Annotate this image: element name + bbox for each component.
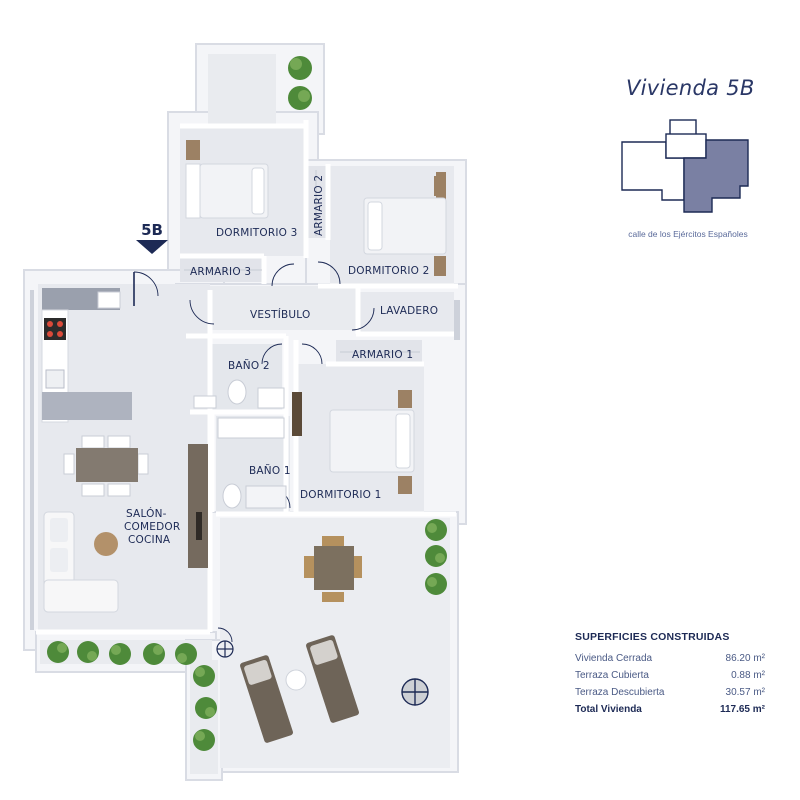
room-labels: DORMITORIO 3 ARMARIO 2 DORMITORIO 2 ARMA… [124,175,438,546]
sofa [43,511,119,613]
armario-2-floor [308,166,328,238]
cooktop-icon [44,318,66,340]
label-bano-1: BAÑO 1 [249,464,291,477]
bed-dormitorio-1 [329,390,415,494]
dining-table [63,435,149,497]
label-armario-1: ARMARIO 1 [352,349,413,361]
building-key-plan [621,119,749,213]
toilet-bano-2 [227,379,247,405]
bed-dormitorio-2 [363,176,447,276]
entrance-arrow-icon [136,240,168,254]
terrace-dining-set [304,536,362,602]
surface-row-value: 30.57 m² [725,687,765,698]
label-dormitorio-1: DORMITORIO 1 [300,489,382,501]
door-swings [133,261,375,643]
label-bano-2: BAÑO 2 [228,359,270,372]
surface-row-value: 86.20 m² [725,653,765,664]
label-armario-3: ARMARIO 3 [190,266,251,278]
surfaces-title: SUPERFICIES CONSTRUIDAS [575,631,730,643]
surface-row-label: Terraza Descubierta [575,687,665,698]
label-salon-line2: COMEDOR [124,521,180,533]
label-dormitorio-2: DORMITORIO 2 [348,265,430,277]
kitchen [41,288,132,423]
label-dormitorio-3: DORMITORIO 3 [216,227,298,239]
surface-row-value: 0.88 m² [731,670,765,681]
entrance-marker: 5B [136,222,168,254]
lavadero-floor [358,292,454,334]
bed-dormitorio-3 [185,163,269,219]
surface-total-row: Total Vivienda 117.65 m² [575,701,765,718]
surface-row: Terraza Descubierta 30.57 m² [575,684,765,701]
balcony-top-floor [208,54,276,126]
tv-unit [292,392,302,436]
unit-5b-highlight [683,139,749,213]
unit-title: Vivienda 5B [626,76,755,100]
surface-total-label: Total Vivienda [575,704,642,715]
surface-total-value: 117.65 m² [719,704,765,715]
umbrella-small-icon [216,640,234,658]
surface-row: Vivienda Cerrada 86.20 m² [575,650,765,667]
tv-wall [188,444,208,568]
toilet-bano-1 [222,483,242,509]
entrance-marker-label: 5B [141,221,163,239]
label-salon-line1: SALÓN- [126,507,167,520]
sink-icon [45,369,65,389]
surface-row-label: Vivienda Cerrada [575,653,653,664]
surface-row-label: Terraza Cubierta [575,670,649,681]
surfaces-table: SUPERFICIES CONSTRUIDAS Vivienda Cerrada… [575,631,765,718]
coffee-table [94,532,118,556]
interior-walls [36,120,458,635]
closet-lines [184,170,420,353]
label-armario-2: ARMARIO 2 [313,175,325,236]
label-vestibulo: VESTÍBULO [250,308,310,321]
label-salon-line3: COCINA [128,534,171,546]
label-lavadero: LAVADERO [380,305,438,317]
plants [47,56,447,751]
surface-row: Terraza Cubierta 0.88 m² [575,667,765,684]
bathroom-fixtures [193,379,287,509]
umbrella-icon [401,678,429,706]
street-label: calle de los Ejércitos Españoles [628,229,748,239]
sun-loungers [240,635,359,743]
